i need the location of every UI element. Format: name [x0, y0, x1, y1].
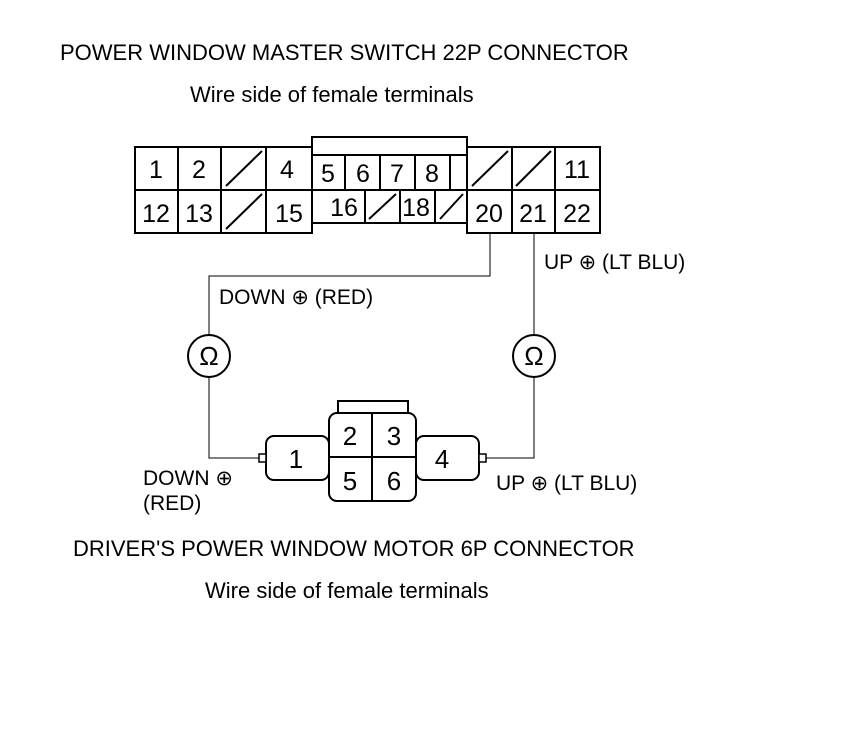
bottom-connector-title: DRIVER'S POWER WINDOW MOTOR 6P CONNECTOR	[73, 536, 635, 561]
terminal-label: 6	[387, 466, 401, 496]
terminal-label: 7	[390, 160, 404, 188]
terminal-label: 12	[142, 200, 170, 228]
terminal-label: 2	[343, 421, 357, 451]
bottom-connector-subtitle: Wire side of female terminals	[205, 578, 489, 603]
terminal-label: 20	[475, 200, 503, 228]
terminal-label: 2	[192, 156, 206, 184]
down-wire-label-bottom: DOWN ⊕	[143, 467, 233, 490]
terminal-label: 8	[425, 160, 439, 188]
terminal-label: 1	[289, 444, 303, 474]
ohm-symbol: Ω	[524, 341, 543, 371]
ohmmeter-right	[512, 334, 556, 378]
terminal-label: 22	[563, 200, 591, 228]
bottom-connector-tab	[337, 400, 409, 413]
terminal-label: 18	[402, 194, 430, 222]
wire-down-lower	[208, 377, 266, 459]
terminal-label: 15	[275, 200, 303, 228]
terminal-label: 3	[387, 421, 401, 451]
terminal-label: 13	[185, 200, 213, 228]
down-wire-label-top: DOWN ⊕ (RED)	[219, 286, 374, 309]
up-wire-label-bottom: UP ⊕ (LT BLU)	[496, 472, 638, 495]
ohmmeter-left	[187, 334, 231, 378]
terminal-label: 11	[564, 156, 590, 184]
top-connector-title: POWER WINDOW MASTER SWITCH 22P CONNECTOR	[60, 40, 629, 65]
up-wire-label-top: UP ⊕ (LT BLU)	[544, 251, 686, 274]
wire-down	[208, 233, 491, 336]
terminal-label: 6	[356, 160, 370, 188]
ohm-symbol: Ω	[199, 341, 218, 371]
terminal-label: 21	[519, 200, 547, 228]
down-wire-label-bottom-color: (RED)	[143, 492, 202, 515]
terminal-label: 4	[280, 156, 294, 184]
terminal-label: 4	[435, 444, 449, 474]
terminal-label: 1	[149, 156, 163, 184]
wire-up-lower	[480, 377, 535, 459]
terminal-label: 5	[343, 466, 357, 496]
top-connector-body	[134, 136, 601, 234]
terminal-label: 16	[330, 194, 358, 222]
top-connector-subtitle: Wire side of female terminals	[190, 82, 474, 107]
terminal-label: 5	[321, 160, 335, 188]
